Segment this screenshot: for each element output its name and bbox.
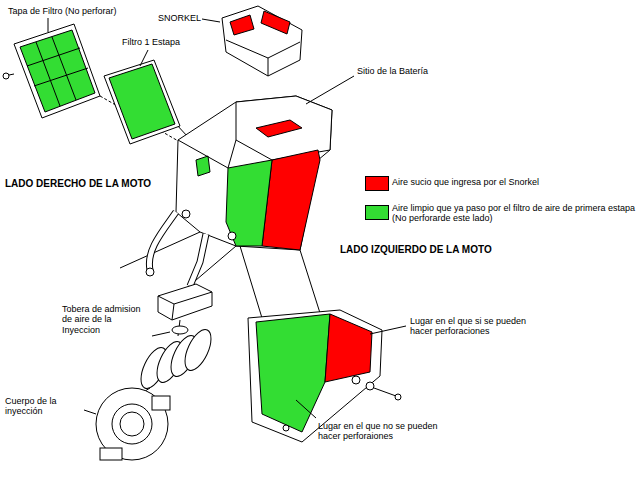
part-label: Filtro 1 Estapa (122, 37, 212, 47)
throttle-sensor (100, 448, 122, 460)
cover-rib (36, 42, 60, 106)
leader-line (306, 76, 354, 104)
legend-swatch (365, 205, 389, 220)
air-filter (109, 64, 175, 139)
filter-cover-inner (20, 30, 95, 112)
no-drill-zone (256, 314, 330, 432)
leader-line (296, 400, 316, 418)
snorkel (222, 6, 302, 76)
leader-line (140, 50, 148, 66)
part-label: Tapa de Filtro (No perforar) (8, 6, 148, 16)
hose (149, 212, 176, 270)
nozzle-edge (174, 292, 212, 304)
airbox-housing (176, 96, 332, 250)
screw-symbol (283, 425, 289, 431)
cover-rib (27, 48, 80, 66)
legend-text: Aire sucio que ingresa por el Snorkel (392, 177, 632, 187)
guide-line (300, 250, 320, 313)
drill-zone (325, 314, 372, 382)
cover-rib (52, 37, 76, 100)
filter-cover (14, 24, 100, 118)
legend-swatch (365, 176, 389, 191)
part-label: Tobera de admision de aire de la Inyecci… (62, 304, 152, 335)
screw-symbol (3, 73, 9, 79)
dirty-air-inlet (256, 120, 302, 137)
throttle-bore (112, 404, 152, 444)
snorkel-inlet (261, 11, 290, 34)
part-label: Cuerpo de la inyección (5, 396, 83, 417)
side-label: LADO DERECHO DE LA MOTO (5, 178, 175, 190)
snorkel-edge (226, 40, 268, 58)
intake-nozzle (158, 284, 212, 320)
air-filter-frame (104, 60, 180, 144)
part-label: Sitio de la Batería (357, 66, 467, 76)
legend-text: Aire limpio que ya paso por el filtro de… (392, 203, 636, 224)
snorkel-edge (268, 42, 300, 58)
clean-air-window (196, 156, 210, 176)
leader-line (152, 332, 170, 336)
zone-label: Lugar en el que si se pueden hacer perfo… (410, 316, 534, 337)
leader-line (48, 18, 49, 32)
clean-air-chamber (226, 160, 272, 246)
leader-line (84, 410, 96, 414)
bolt (352, 376, 360, 384)
hose (190, 234, 206, 286)
nozzle-edge (158, 296, 174, 304)
nozzle-fitting (172, 326, 188, 334)
zone-label: Lugar en el que no se pueden hacer perfo… (318, 421, 450, 442)
leader-line (370, 326, 406, 334)
leader-line (202, 19, 220, 22)
hose (190, 234, 206, 286)
bolt-shaft (374, 388, 396, 396)
cover-rib (34, 68, 88, 86)
side-label: LADO IZQUIERDO DE LA MOTO (340, 244, 520, 256)
bolt (395, 394, 401, 400)
bolt (366, 382, 374, 390)
snorkel-inlet (230, 15, 254, 35)
clamp (182, 210, 190, 218)
intake-boot (180, 326, 217, 374)
throttle-plate (120, 412, 144, 436)
clamp (146, 268, 154, 276)
clamp (228, 232, 236, 240)
throttle-linkage (152, 396, 170, 410)
airbox-edge (178, 140, 228, 168)
airbox-edge (228, 140, 236, 168)
nozzle-edge (172, 304, 174, 320)
guide-line (240, 246, 262, 318)
hose (149, 212, 176, 270)
snorkel-edge (268, 58, 269, 76)
part-label: SNORKEL (158, 13, 218, 23)
